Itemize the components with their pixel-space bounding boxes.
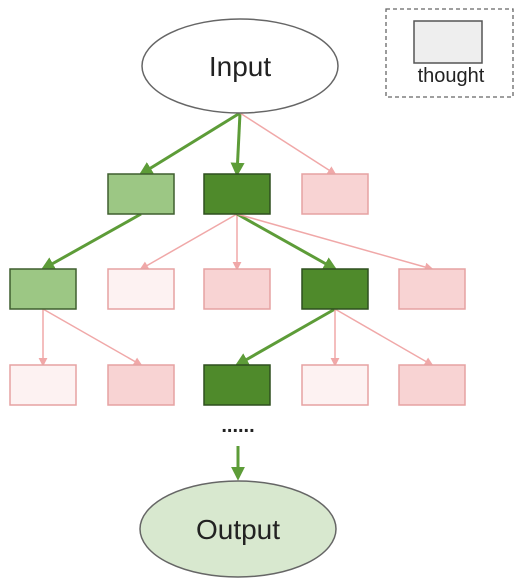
thought-node-level3-0-rejected-pale — [9, 364, 77, 406]
edge-selected-input-to-L1-0 — [138, 111, 241, 176]
thought-node-level3-2-selected-dark — [203, 364, 271, 406]
legend-frame — [385, 8, 514, 98]
thought-node-level2-2-rejected-pink — [203, 268, 271, 310]
output-ellipse — [139, 480, 337, 578]
thought-node-level1-1-selected-dark — [203, 173, 271, 215]
thought-node-level2-1-rejected-pale — [107, 268, 175, 310]
edge-rejected-L1-1-to-L2-1 — [139, 213, 238, 270]
input-label: Input — [209, 51, 271, 82]
edge-selected-input-to-L1-1 — [230, 112, 245, 177]
thought-node-level2-0-selected-light — [9, 268, 77, 310]
legend-thought-swatch — [413, 20, 483, 64]
edges — [38, 111, 434, 367]
edge-selected-L1-1-to-L2-3 — [236, 212, 338, 271]
output-node: Output — [139, 480, 337, 578]
thought-node-level3-4-rejected-pink — [398, 364, 466, 406]
input-ellipse — [141, 18, 339, 114]
thought-nodes — [9, 173, 466, 406]
thought-node-level2-4-rejected-pink — [398, 268, 466, 310]
edge-rejected-input-to-L1-2 — [239, 112, 337, 175]
legend: thought — [385, 8, 514, 98]
edge-selected-L1-0-to-L2-0 — [40, 212, 142, 271]
edge-rejected-L2-3-to-L3-4 — [334, 308, 434, 366]
thought-node-level2-3-selected-dark — [301, 268, 369, 310]
input-node: Input — [141, 18, 339, 114]
edge-rejected-L1-1-to-L2-4 — [236, 213, 434, 272]
thought-node-level3-3-rejected-pale — [301, 364, 369, 406]
continuation-ellipsis: ...... — [221, 415, 254, 437]
thought-node-level1-0-selected-light — [107, 173, 175, 215]
output-label: Output — [196, 514, 280, 545]
edge-selected-L2-3-to-L3-2 — [234, 307, 336, 367]
edge-rejected-L2-0-to-L3-1 — [42, 308, 143, 366]
thought-node-level1-2-rejected-pink — [301, 173, 369, 215]
legend-thought-label: thought — [418, 65, 485, 87]
thought-node-level3-1-rejected-pink — [107, 364, 175, 406]
